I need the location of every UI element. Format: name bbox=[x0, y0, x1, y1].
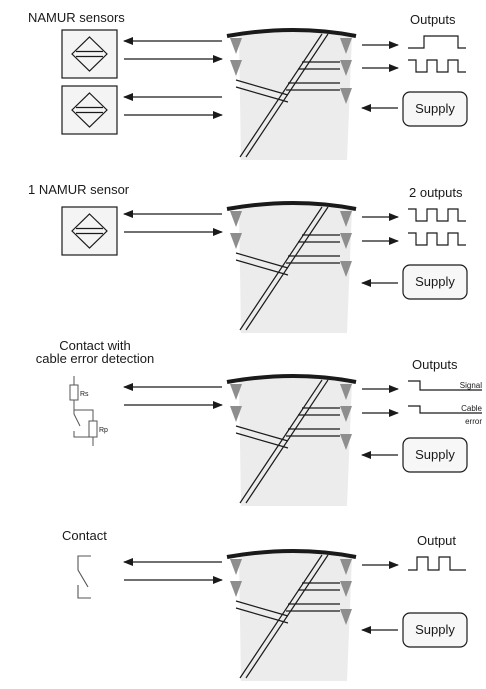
panel-heading: Contact bbox=[62, 528, 107, 543]
module-icon bbox=[226, 28, 357, 160]
supply-box: Supply bbox=[402, 91, 468, 127]
svg-text:Supply: Supply bbox=[415, 274, 455, 289]
module-icon bbox=[226, 201, 357, 333]
svg-text:Supply: Supply bbox=[415, 101, 455, 116]
panel-heading: cable error detection bbox=[36, 351, 155, 366]
panel-heading: NAMUR sensors bbox=[28, 10, 125, 25]
supply-box: Supply bbox=[402, 264, 468, 300]
contact-switch-icon: Rs Rp bbox=[69, 376, 108, 446]
contact-switch-icon bbox=[77, 555, 91, 599]
panel-single-namur-sensor: 1 NAMUR sensor 2 outputs bbox=[28, 182, 468, 333]
cable-error-output-trace bbox=[408, 405, 482, 414]
resistor-icon bbox=[88, 420, 98, 438]
pulse-waveform-icon bbox=[408, 232, 466, 246]
outputs-label: 2 outputs bbox=[409, 185, 463, 200]
outputs-label: Output bbox=[417, 533, 456, 548]
cable-error-label: Cable bbox=[461, 404, 482, 413]
pulse-waveform-icon bbox=[408, 556, 466, 571]
panel-heading: Contact with bbox=[59, 338, 131, 353]
signal-label: Signal bbox=[460, 381, 482, 390]
namur-sensor-icon bbox=[61, 206, 118, 256]
panel-contact: Contact Output bbox=[62, 528, 468, 681]
namur-sensor-icon bbox=[61, 29, 118, 79]
namur-sensor-icon bbox=[61, 85, 118, 135]
supply-box: Supply bbox=[402, 437, 468, 473]
pulse-waveform-icon bbox=[408, 59, 466, 73]
module-icon bbox=[226, 374, 357, 506]
pulse-waveform-icon bbox=[408, 35, 466, 49]
panel-namur-sensors: NAMUR sensors bbox=[28, 10, 468, 160]
pulse-waveform-icon bbox=[408, 208, 466, 222]
signal-output-trace bbox=[408, 380, 482, 391]
outputs-label: Outputs bbox=[410, 12, 456, 27]
svg-text:Supply: Supply bbox=[415, 447, 455, 462]
supply-box: Supply bbox=[402, 612, 468, 648]
svg-text:Rp: Rp bbox=[99, 427, 108, 434]
outputs-label: Outputs bbox=[412, 357, 458, 372]
cable-error-label: error bbox=[465, 417, 482, 426]
svg-text:Supply: Supply bbox=[415, 622, 455, 637]
resistor-icon bbox=[69, 384, 79, 401]
panel-heading: 1 NAMUR sensor bbox=[28, 182, 130, 197]
panel-contact-cable-error: Contact with cable error detection Rs Rp bbox=[36, 338, 483, 506]
svg-text:Rs: Rs bbox=[80, 391, 89, 398]
module-icon bbox=[226, 549, 357, 681]
